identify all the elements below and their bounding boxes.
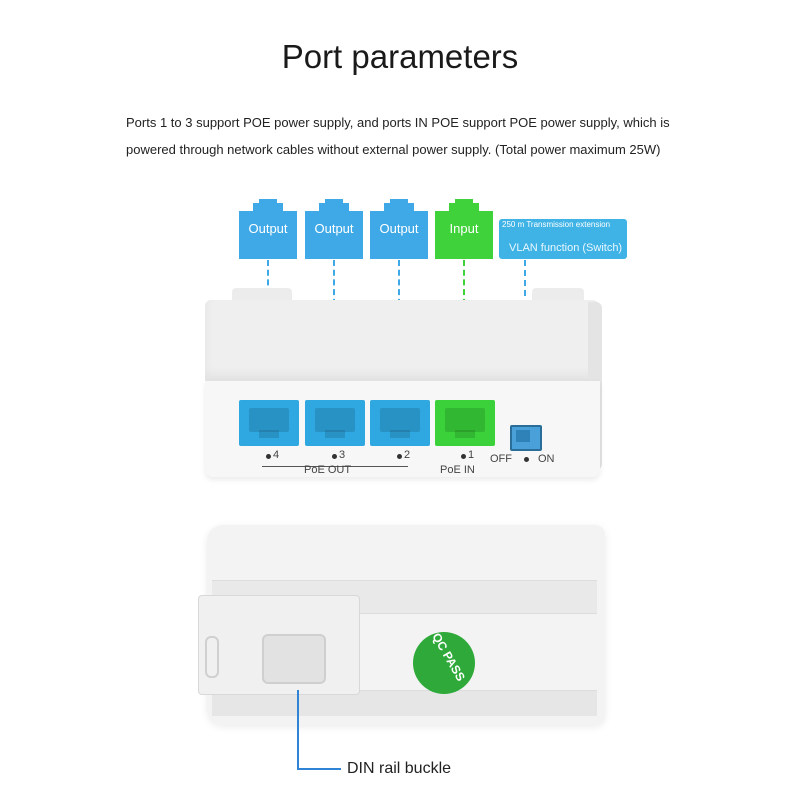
device-top-surface [205,300,600,380]
poe-out-bracket [262,460,408,467]
switch-on-label: ON [538,453,555,465]
port-number-4: 4 [273,449,280,461]
callout-label: Output [379,221,419,236]
description-line-2: powered through network cables without e… [126,142,661,157]
switch-indicator-dot [524,457,529,462]
port-indicator-dot [266,454,271,459]
ethernet-port-4 [239,400,299,446]
callout-output-port-3: Output [305,199,363,259]
clip-slot [205,636,219,678]
callout-output-port-2: Output [370,199,428,259]
device-top-ridge [532,288,584,302]
port-indicator-dot [461,454,466,459]
poe-out-label: PoE OUT [304,464,352,476]
vlan-callout-line-1: 250 m Transmission extension [502,220,611,229]
port-indicator-dot [332,454,337,459]
qc-pass-sticker [413,632,475,694]
port-number-3: 3 [339,449,346,461]
callout-input-port-1: Input [435,199,493,259]
callout-label: Output [314,221,354,236]
ethernet-port-3 [305,400,365,446]
callout-label: Output [248,221,288,236]
callout-label: Input [449,221,479,236]
ethernet-port-icon [239,199,297,259]
rail-clip-icon [262,634,326,684]
ethernet-port-icon [370,199,428,259]
port-number-2: 2 [404,449,411,461]
page-title: Port parameters [281,38,519,75]
din-pointer-line [297,768,341,770]
din-pointer-line [297,690,299,770]
port-indicator-dot [397,454,402,459]
vlan-toggle-switch[interactable] [510,425,542,451]
switch-off-label: OFF [490,453,512,465]
switch-knob [516,430,530,442]
ethernet-port-icon [305,199,363,259]
ethernet-port-1 [435,400,495,446]
callout-output-port-4: Output [239,199,297,259]
vlan-callout-line-2: VLAN function (Switch) [509,242,623,254]
vlan-callout-box [499,219,627,259]
poe-in-label: PoE IN [440,464,475,476]
description-line-1: Ports 1 to 3 support POE power supply, a… [126,115,670,130]
ethernet-port-icon [435,199,493,259]
device-top-ridge [232,288,292,302]
ethernet-port-2 [370,400,430,446]
din-rail-label: DIN rail buckle [347,760,452,777]
port-number-1: 1 [468,449,475,461]
